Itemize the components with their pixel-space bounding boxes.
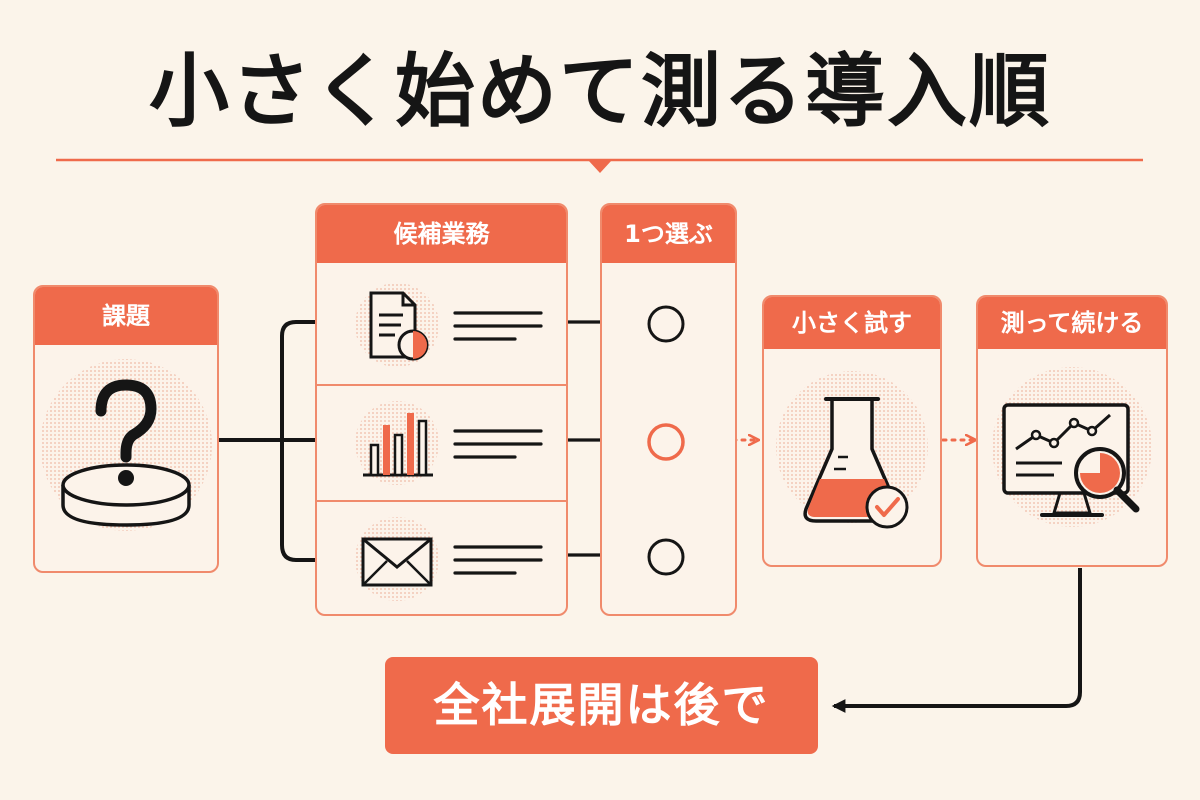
- option-circle-2-selected: [647, 423, 685, 461]
- measure-label: 測って続ける: [978, 297, 1166, 349]
- try-small-label: 小さく試す: [764, 297, 940, 349]
- issue-card: 課題: [33, 285, 219, 573]
- bar-chart-icon: [355, 401, 439, 485]
- measure-card: 測って続ける: [976, 295, 1168, 567]
- issue-label: 課題: [35, 287, 217, 345]
- text-lines-1: [453, 311, 543, 341]
- envelope-icon: [355, 517, 439, 601]
- question-on-disc-icon: [40, 359, 212, 531]
- option-circles: [647, 305, 685, 576]
- candidate-list: [317, 283, 566, 601]
- text-lines-2: [453, 429, 543, 459]
- option-circle-3: [647, 538, 685, 576]
- title-underline: [56, 158, 1143, 173]
- choose-label: 1つ選ぶ: [602, 205, 735, 263]
- monitor-magnifier-icon: [992, 367, 1152, 527]
- rollout-later-badge: 全社展開は後で: [385, 657, 818, 754]
- flask-check-icon: [776, 371, 928, 529]
- choose-card: 1つ選ぶ: [600, 203, 737, 616]
- option-circle-1: [647, 305, 685, 343]
- candidates-card: 候補業務: [315, 203, 568, 616]
- page-title: 小さく始めて測る導入順: [149, 45, 1051, 138]
- return-arrow: [831, 568, 1082, 713]
- candidates-label: 候補業務: [317, 205, 566, 263]
- text-lines-3: [453, 545, 543, 575]
- try-small-card: 小さく試す: [762, 295, 942, 567]
- document-chart-icon: [355, 283, 439, 367]
